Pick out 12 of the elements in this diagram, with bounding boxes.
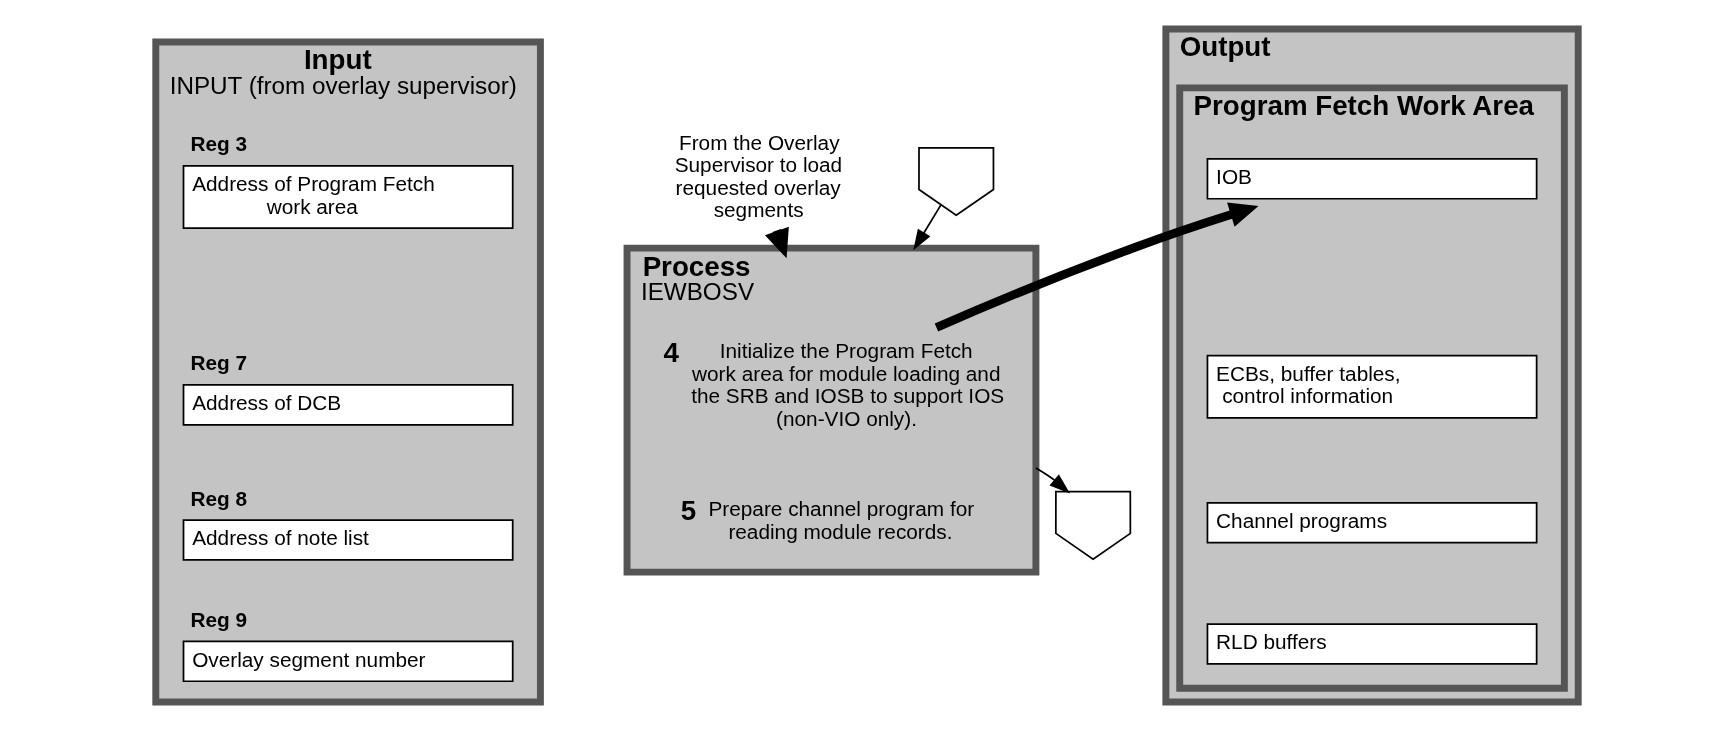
node-text: 5 Prepare channel program for reading module records. bbox=[680, 494, 975, 543]
node-text: From the Overlay Supervisor to load requested overlay segments bbox=[674, 130, 843, 222]
node-pentagon bbox=[918, 146, 995, 217]
node-pentagon bbox=[1055, 490, 1132, 561]
node-label: Reg 7 bbox=[190, 351, 248, 375]
node-text: 4 Initialize the Program Fetch work area for module loading and the SRB and IOSB to support IOS (non-VIO only). bbox=[663, 337, 1005, 430]
node-label: Reg 8 bbox=[190, 486, 248, 510]
node-label: Reg 9 bbox=[190, 607, 248, 631]
arrow bbox=[1035, 467, 1070, 494]
node-label: Reg 3 bbox=[190, 132, 248, 156]
arrow bbox=[934, 202, 1259, 332]
arrow bbox=[913, 204, 942, 251]
